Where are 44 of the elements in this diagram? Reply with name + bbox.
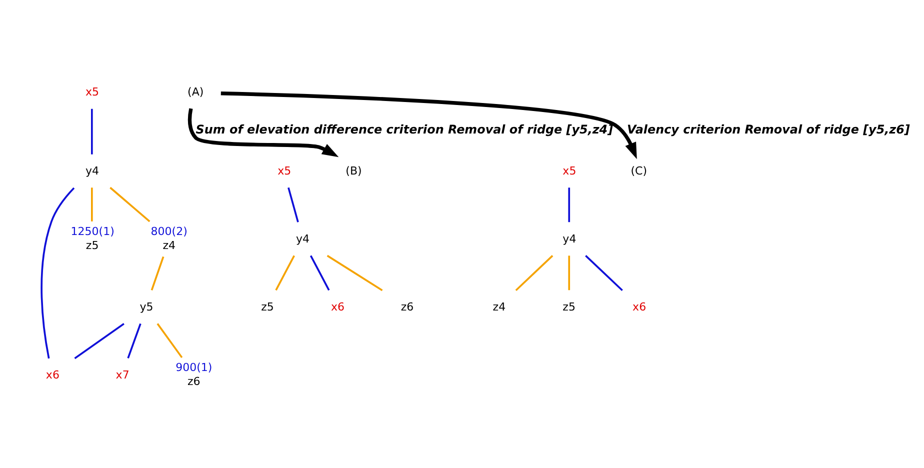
node-text: z4 xyxy=(162,238,176,252)
node-label: 1250(1) xyxy=(70,225,114,238)
connector xyxy=(156,323,183,358)
node-label: 900(1) xyxy=(176,361,212,374)
node-text: x5 xyxy=(562,164,576,178)
edge-label: Valency criterion Removal of ridge [y5,z6] xyxy=(627,122,910,137)
node-text: (B) xyxy=(346,164,362,178)
node-text: x7 xyxy=(116,368,130,382)
connector xyxy=(91,108,93,154)
edge-label: Sum of elevation difference criterion Removal of ridge [y5,z4] xyxy=(196,122,614,137)
node-text: (C) xyxy=(630,164,648,178)
node-text: (A) xyxy=(188,85,204,98)
node-text: x6 xyxy=(330,300,345,314)
connector xyxy=(150,256,164,290)
connector xyxy=(74,322,124,360)
node-text: x5 xyxy=(85,85,100,98)
connector xyxy=(127,323,142,358)
node-text: z5 xyxy=(86,238,99,252)
node-text: z4 xyxy=(492,300,506,314)
connector xyxy=(585,255,623,292)
node-text: x5 xyxy=(278,164,292,178)
node-label: 800(2) xyxy=(150,225,188,238)
connector xyxy=(310,255,330,291)
connector xyxy=(275,255,295,291)
node-text: z6 xyxy=(400,300,414,314)
node-text: z6 xyxy=(188,374,200,388)
connector xyxy=(568,256,570,290)
arrow xyxy=(188,108,339,158)
connector xyxy=(91,188,93,222)
node-text: x6 xyxy=(46,368,60,382)
node-text: y4 xyxy=(85,164,100,178)
connector xyxy=(568,188,570,222)
node-text: z5 xyxy=(261,300,274,314)
arrow xyxy=(220,92,637,160)
node-text: y4 xyxy=(562,232,576,246)
connector xyxy=(515,255,554,292)
node-text: y4 xyxy=(296,232,310,246)
connector xyxy=(326,254,383,292)
connector xyxy=(288,187,299,222)
node-text: y5 xyxy=(140,300,154,314)
connector xyxy=(40,187,75,359)
node-text: x6 xyxy=(632,300,646,314)
connector xyxy=(110,186,150,222)
node-text: z5 xyxy=(562,300,576,314)
